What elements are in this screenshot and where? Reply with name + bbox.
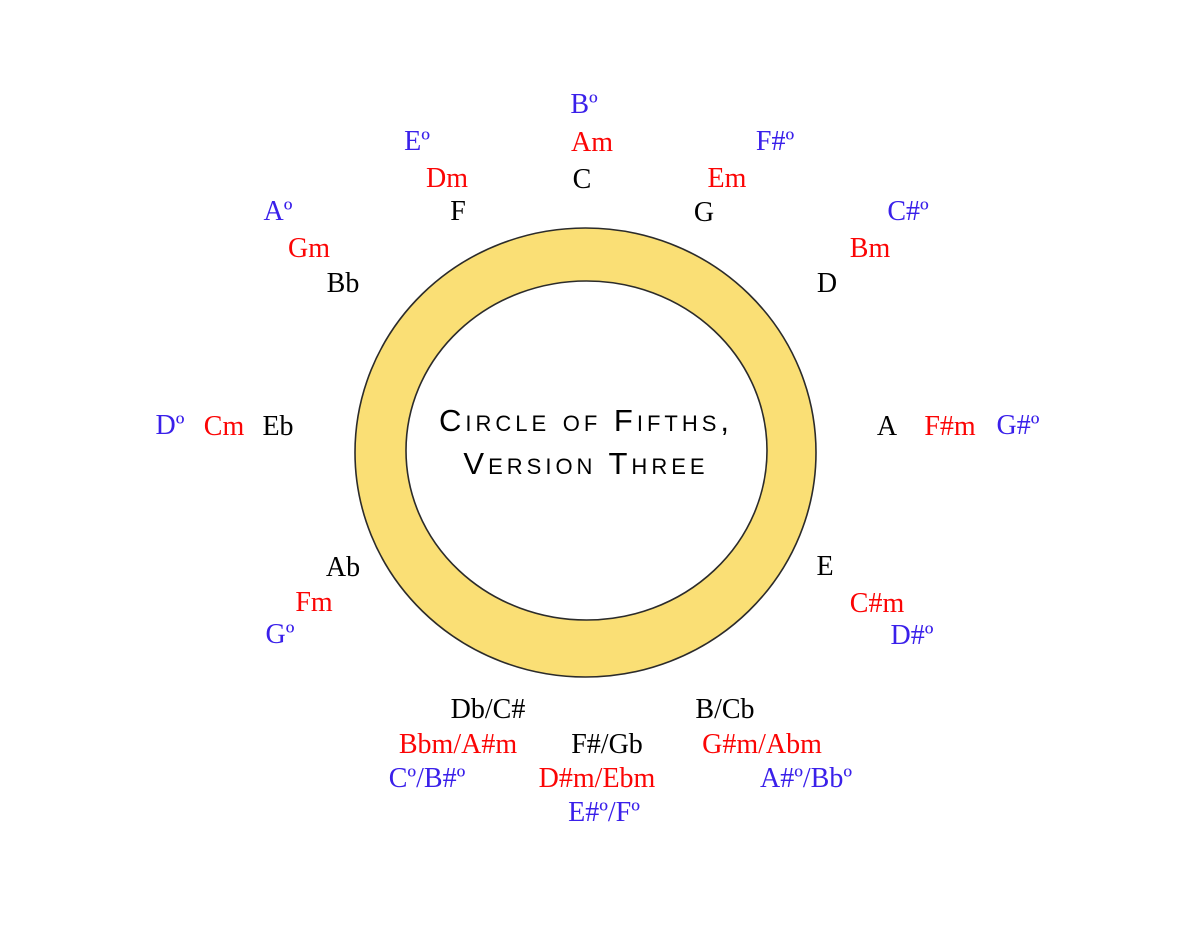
- minor-key-label: Bm: [849, 233, 891, 264]
- diminished-key-label: Bº: [570, 89, 598, 120]
- diagram-title-line-2: Version Three: [463, 446, 709, 481]
- major-key-label: Db/C#: [450, 694, 526, 725]
- diminished-key-label: G#º: [996, 410, 1040, 441]
- minor-key-label: D#m/Ebm: [538, 763, 656, 794]
- minor-key-label: C#m: [849, 588, 905, 619]
- diagram-title-line-1: Circle of Fifths,: [438, 403, 734, 438]
- minor-key-label: Fm: [295, 587, 333, 618]
- minor-key-label: Bbm/A#m: [398, 729, 518, 760]
- diminished-key-label: A#º/Bbº: [759, 763, 853, 794]
- diminished-key-label: C#º: [887, 196, 929, 227]
- diminished-key-label: Dº: [155, 410, 185, 441]
- diminished-key-label: Gº: [265, 619, 295, 650]
- minor-key-label: Em: [707, 163, 747, 194]
- diminished-key-label: F#º: [755, 126, 795, 157]
- diminished-key-label: D#º: [890, 620, 934, 651]
- major-key-label: E: [816, 551, 834, 582]
- major-key-label: F: [450, 196, 466, 227]
- minor-key-label: Am: [571, 127, 613, 158]
- diminished-key-label: Cº/B#º: [388, 763, 466, 794]
- major-key-label: A: [876, 411, 898, 442]
- major-key-label: B/Cb: [695, 694, 755, 725]
- major-key-label: Ab: [325, 552, 361, 583]
- minor-key-label: Gm: [288, 233, 330, 264]
- diagram-title: Circle of Fifths, Version Three: [439, 399, 733, 485]
- minor-key-label: Cm: [203, 411, 245, 442]
- diminished-key-label: E#º/Fº: [568, 797, 640, 828]
- major-key-label: G: [693, 197, 715, 228]
- major-key-label: F#/Gb: [571, 729, 643, 760]
- major-key-label: D: [816, 268, 838, 299]
- ring-inner-circle: [405, 280, 768, 621]
- major-key-label: Eb: [262, 411, 294, 442]
- major-key-label: Bb: [326, 268, 360, 299]
- major-key-label: C: [572, 164, 592, 195]
- minor-key-label: F#m: [924, 411, 976, 442]
- minor-key-label: Dm: [426, 163, 468, 194]
- diminished-key-label: Aº: [263, 196, 293, 227]
- minor-key-label: G#m/Abm: [702, 729, 822, 760]
- diminished-key-label: Eº: [404, 126, 430, 157]
